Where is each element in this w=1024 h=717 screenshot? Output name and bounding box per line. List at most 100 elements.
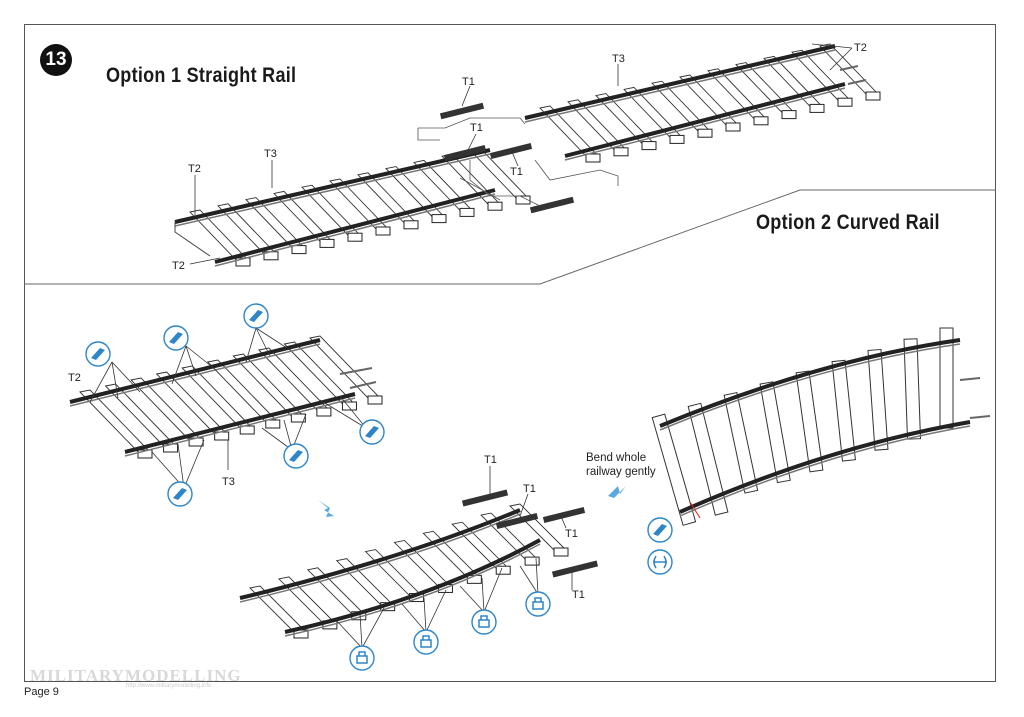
- arrow-up-right-icon: [608, 486, 626, 498]
- option2-curved-track: [651, 327, 991, 526]
- sleeper-end: [524, 556, 540, 566]
- sleeper-end: [837, 97, 853, 107]
- option2-title: Option 2 Curved Rail: [756, 211, 940, 234]
- sleeper-end: [375, 226, 391, 236]
- sleeper-end: [641, 141, 657, 151]
- leader-lines-option2b: [335, 466, 573, 649]
- rail: [564, 82, 846, 158]
- sleeper: [687, 402, 729, 516]
- label-t2: T2: [854, 42, 867, 54]
- label-t3: T3: [264, 148, 277, 160]
- sleeper-end: [235, 257, 251, 267]
- rail: [524, 44, 836, 120]
- sleeper-end: [347, 232, 363, 242]
- sleeper-end: [553, 547, 569, 557]
- label-t1: T1: [462, 76, 475, 88]
- icon-glyph: [420, 635, 432, 648]
- arrow-down-right-icon: [318, 500, 334, 517]
- step-number-badge: 13: [40, 44, 72, 76]
- icon-glyph: [169, 332, 183, 344]
- sleeper-end: [319, 238, 335, 248]
- leader-lines-option1: [189, 43, 853, 265]
- label-t1: T1: [565, 528, 578, 540]
- sleeper: [651, 413, 697, 526]
- sleeper: [759, 381, 791, 484]
- icon-glyph: [91, 348, 105, 360]
- sleeper-end: [265, 419, 281, 429]
- sleeper-end: [613, 147, 629, 157]
- sleeper-end: [290, 413, 306, 423]
- sleeper: [79, 389, 151, 455]
- clamp-icon: [413, 629, 439, 655]
- bend-instruction-line: Bend whole: [586, 452, 647, 464]
- icon-glyph: [653, 555, 667, 569]
- rail: [174, 148, 491, 224]
- rail: [214, 188, 496, 264]
- label-t1: T1: [470, 122, 483, 134]
- icon-glyph: [478, 615, 490, 628]
- leader-lines-option2a: [89, 327, 367, 489]
- sleeper: [867, 348, 889, 451]
- clamp-icon: [471, 609, 497, 635]
- sleeper-end: [865, 91, 881, 101]
- sleeper-end: [341, 401, 357, 411]
- sleeper-end: [316, 407, 332, 417]
- label-t2: T2: [68, 372, 81, 384]
- straight-track-right: [524, 43, 881, 163]
- icon-glyph: [356, 651, 368, 664]
- sleeper-end: [809, 103, 825, 113]
- sleeper-end: [725, 122, 741, 132]
- label-t2: T2: [188, 163, 201, 175]
- sleeper-end: [459, 207, 475, 217]
- sleeper-end: [669, 134, 685, 144]
- sleeper: [831, 359, 856, 462]
- watermark-logo: MILITARYMODELLING: [30, 666, 242, 685]
- bend-instruction-line: railway gently: [586, 466, 656, 478]
- sleeper-end: [781, 110, 797, 120]
- icon-glyph: [653, 524, 667, 536]
- rail: [284, 538, 541, 634]
- sleeper-end: [367, 395, 383, 405]
- icon-glyph: [365, 426, 379, 438]
- sleeper-end: [585, 153, 601, 163]
- rail: [679, 420, 971, 514]
- clamp-icon: [525, 591, 551, 617]
- rail: [659, 338, 961, 428]
- sleeper-end: [697, 128, 713, 138]
- sleeper-end: [137, 449, 153, 459]
- sleeper-end: [431, 214, 447, 224]
- rail: [69, 338, 321, 404]
- sleeper: [795, 370, 824, 473]
- bend-instruction: Bend whole railway gently: [586, 451, 656, 479]
- sleeper-end: [291, 245, 307, 255]
- sleeper: [104, 383, 177, 449]
- option2-curving-track: [239, 489, 599, 639]
- page-number: Page 9: [24, 686, 59, 698]
- label-t1: T1: [484, 454, 497, 466]
- icon-glyph: [532, 597, 544, 610]
- sleeper-end: [403, 220, 419, 230]
- label-t3: T3: [222, 476, 235, 488]
- label-t1: T1: [510, 166, 523, 178]
- option1-title: Option 1 Straight Rail: [106, 64, 297, 87]
- section-divider: [24, 189, 996, 285]
- sleeper: [903, 338, 922, 440]
- label-t3: T3: [612, 53, 625, 65]
- icon-glyph: [289, 450, 303, 462]
- sleeper: [723, 391, 759, 494]
- sleeper-end: [753, 116, 769, 126]
- watermark-url: http://www.militarymodelling.info: [126, 683, 212, 689]
- clamp-icon: [349, 645, 375, 671]
- sleeper-end: [495, 565, 511, 575]
- label-t1: T1: [523, 483, 536, 495]
- page-frame: [24, 24, 996, 682]
- sleeper-end: [515, 195, 531, 205]
- tool-icons: [85, 303, 673, 671]
- label-t2: T2: [172, 260, 185, 272]
- icon-glyph: [249, 310, 263, 322]
- rail: [124, 392, 356, 454]
- fishplates-option1: [417, 102, 619, 214]
- option2-straight-track: [69, 335, 383, 459]
- sleeper-end: [487, 201, 503, 211]
